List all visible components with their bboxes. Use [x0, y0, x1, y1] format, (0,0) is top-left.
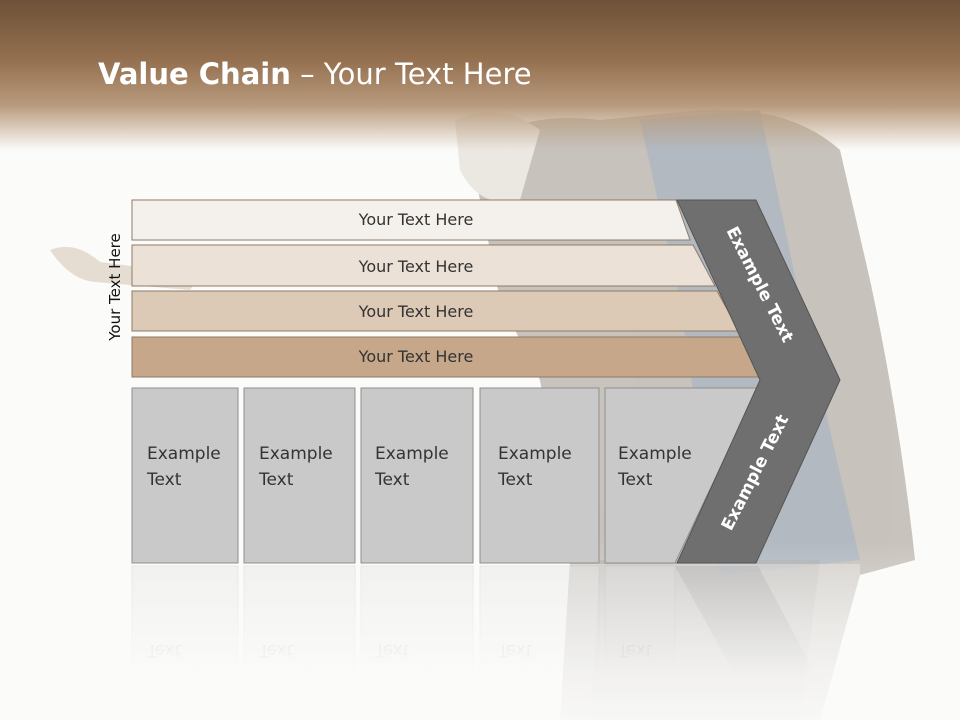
title-rest: – Your Text Here [290, 57, 532, 91]
activity-box-3: Example Text [360, 387, 474, 564]
activity-box-1-line2: Text [146, 470, 182, 490]
title-bold: Value Chain [98, 57, 291, 91]
margin-chevron: Example Text Example Text [676, 199, 841, 564]
reflection: Example Example Example Example Example … [120, 564, 860, 720]
activity-box-4: Example Text [479, 387, 600, 564]
activity-box-4-line2: Text [497, 470, 533, 490]
activity-box-1-line1: Example [147, 444, 221, 464]
band-2-shape [131, 244, 716, 287]
activity-box-3-line2: Text [374, 470, 410, 490]
band-4: Your Text Here [131, 336, 764, 378]
activity-box-5-line2: Text [617, 470, 653, 490]
band-1-label: Your Text Here [358, 210, 474, 229]
activity-box-2-line2: Text [258, 470, 294, 490]
band-1: Your Text Here [131, 199, 691, 241]
band-2: Your Text Here [131, 244, 716, 287]
activity-box-2-line1: Example [259, 444, 333, 464]
activity-box-5-line1: Example [618, 444, 692, 464]
activity-box-2: Example Text [243, 387, 356, 564]
activity-box-3-line1: Example [375, 444, 449, 464]
band-3-label: Your Text Here [358, 302, 474, 321]
band-3: Your Text Here [131, 290, 740, 332]
activity-box-5: Example Text [604, 387, 759, 564]
activity-box-4-line1: Example [498, 444, 572, 464]
activity-box-1: Example Text [131, 387, 239, 564]
band-2-label: Your Text Here [358, 257, 474, 276]
chevron-shape [676, 199, 841, 564]
title-bar [0, 0, 960, 150]
slide-title: Value Chain – Your Text Here [98, 52, 532, 96]
band-1-shape [131, 199, 691, 241]
band-4-label: Your Text Here [358, 347, 474, 366]
